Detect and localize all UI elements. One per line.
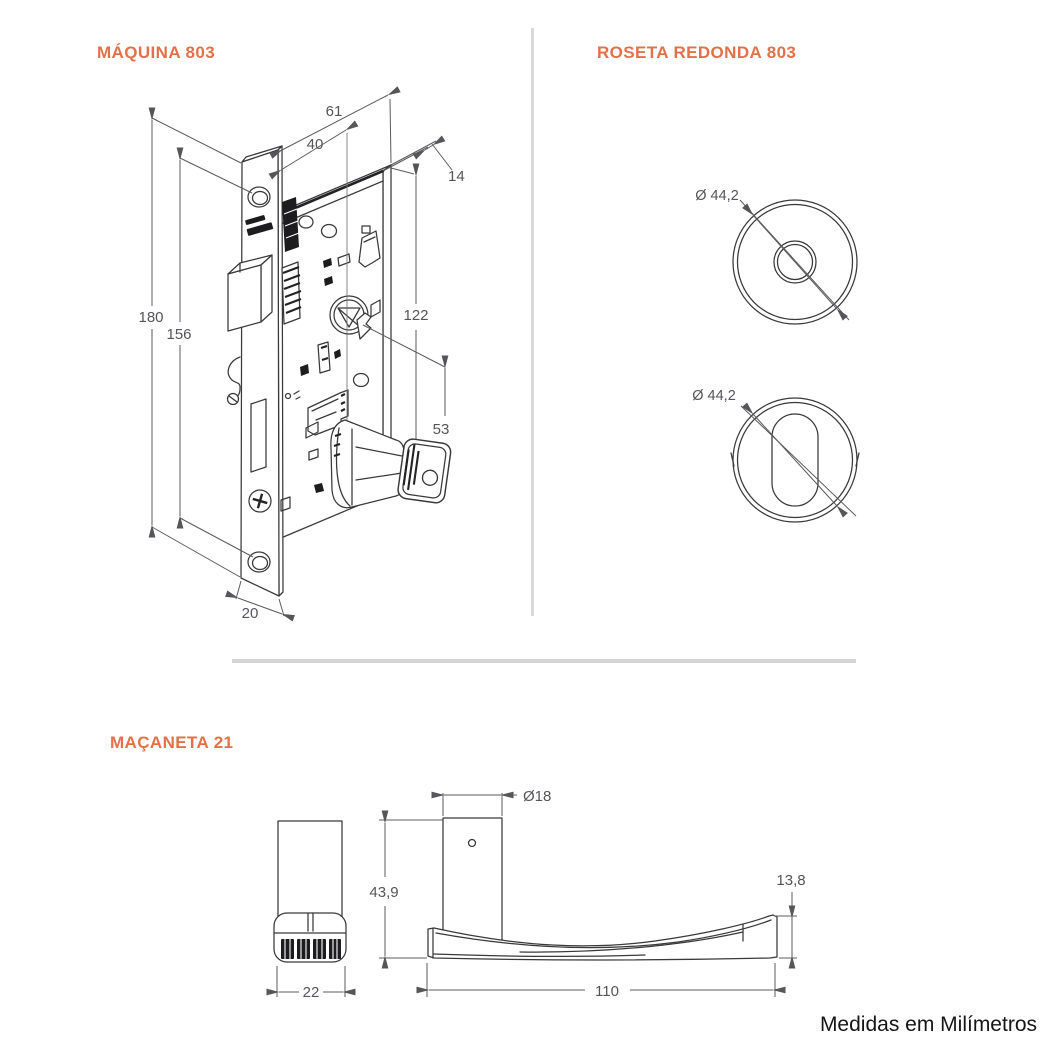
dim-faceplate-width-label: 20 bbox=[242, 605, 259, 622]
dim-body-height-label: 122 bbox=[403, 307, 428, 324]
rosette-round-hole: Ø 44,2 bbox=[695, 188, 858, 325]
vertical-divider bbox=[531, 28, 534, 616]
dim-hole-spacing: 156 bbox=[166, 147, 254, 558]
dim-backset: 40 bbox=[268, 120, 359, 180]
dim-hole-spacing-label: 156 bbox=[166, 326, 191, 343]
dim-case-thickness: 14 bbox=[382, 135, 465, 185]
dim-rosette-top-label: Ø 44,2 bbox=[695, 188, 739, 204]
dim-knob-width: 22 bbox=[266, 966, 356, 1001]
lever-profile bbox=[427, 914, 778, 961]
dim-backset-label: 40 bbox=[307, 136, 324, 153]
macaneta-title: MAÇANETA 21 bbox=[110, 733, 233, 752]
dim-knob-width-label: 22 bbox=[303, 984, 320, 1001]
deadbolt-slot bbox=[250, 398, 267, 473]
handle-end-view: 22 bbox=[266, 820, 356, 1001]
dim-rosette-bottom-label: Ø 44,2 bbox=[692, 388, 736, 404]
dim-cylinder-distance-label: 53 bbox=[433, 421, 450, 438]
dim-neck-height: 43,9 bbox=[369, 810, 443, 969]
dim-lever-end-height: 13,8 bbox=[774, 872, 806, 969]
dim-case-thickness-label: 14 bbox=[448, 168, 465, 185]
spring-clip bbox=[227, 356, 241, 399]
dim-lever-length: 110 bbox=[416, 963, 786, 1000]
dim-neck-height-label: 43,9 bbox=[369, 884, 398, 901]
key-cylinder bbox=[330, 419, 452, 509]
macaneta-drawing: 22 43,9 Ø18 bbox=[266, 788, 806, 1001]
dim-neck-diameter-label: Ø18 bbox=[523, 788, 551, 805]
key bbox=[397, 438, 452, 504]
neck-pin-hole bbox=[467, 838, 477, 848]
dim-neck-diameter: Ø18 bbox=[431, 788, 551, 816]
dim-faceplate-width: 20 bbox=[225, 580, 295, 622]
dim-lever-length-label: 110 bbox=[595, 983, 619, 1000]
dim-faceplate-height: 180 bbox=[138, 107, 242, 578]
dim-depth-total-label: 61 bbox=[326, 103, 343, 120]
dim-depth-total: 61 bbox=[269, 86, 401, 164]
brand-mark bbox=[245, 215, 274, 236]
rosette-oval-hole: Ø 44,2 bbox=[692, 388, 860, 523]
dim-lever-end-height-label: 13,8 bbox=[776, 872, 805, 889]
phillips-screw bbox=[248, 489, 272, 513]
horizontal-divider bbox=[232, 659, 856, 663]
units-note: Medidas em Milímetros bbox=[820, 1013, 1037, 1036]
handle-side-view: 43,9 Ø18 13,8 110 bbox=[369, 788, 805, 1000]
roseta-title: ROSETA REDONDA 803 bbox=[597, 43, 796, 62]
maquina-title: MÁQUINA 803 bbox=[97, 43, 215, 62]
knurl bbox=[281, 939, 341, 959]
roseta-drawing: Ø 44,2 Ø 44,2 bbox=[692, 188, 860, 523]
maquina-drawing: 122 53 bbox=[138, 86, 465, 622]
latch-bolt bbox=[227, 197, 302, 332]
dim-faceplate-height-label: 180 bbox=[138, 309, 163, 326]
